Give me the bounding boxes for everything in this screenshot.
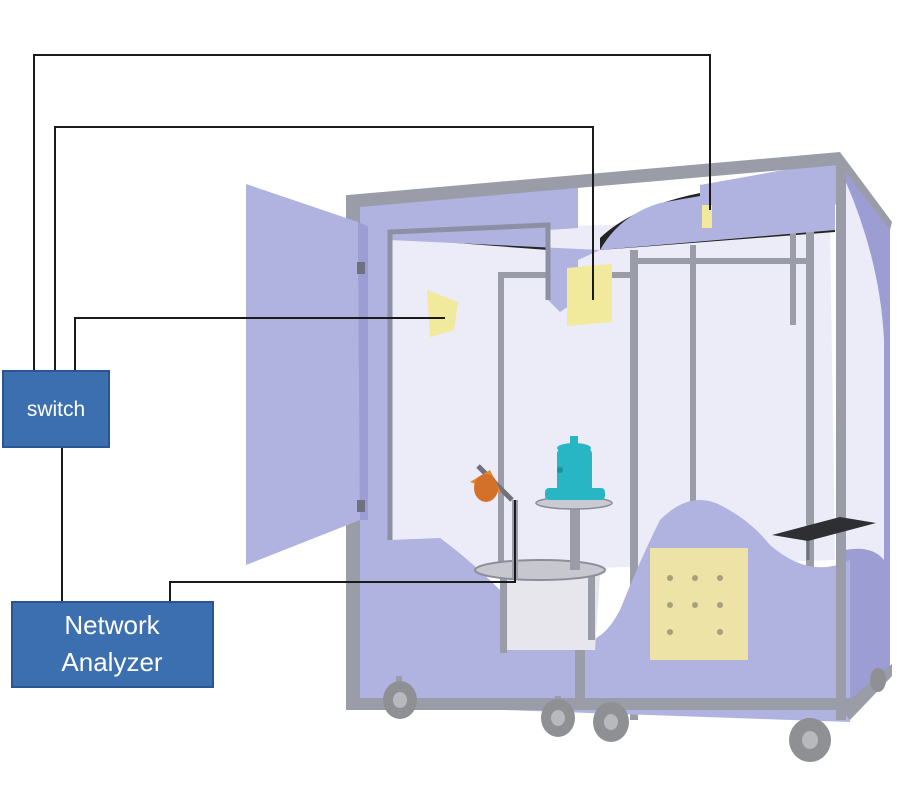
interior-post <box>690 245 696 505</box>
cable-switch-to-ceiling-antenna <box>33 54 711 372</box>
interior-post <box>630 250 638 720</box>
switch-box: switch <box>2 370 110 448</box>
chamber-door <box>246 184 368 565</box>
absorber-dots <box>667 575 723 635</box>
switch-box-body <box>2 370 110 448</box>
door-edge <box>358 222 368 520</box>
dut-pedestal <box>535 436 613 570</box>
wheel <box>593 700 629 742</box>
chamber-mid-post <box>575 600 585 710</box>
network-analyzer-label-line2: Analyzer <box>61 647 162 677</box>
wall-antenna-left <box>427 290 458 337</box>
door-opening-frame <box>385 160 840 580</box>
door-panel <box>246 184 360 565</box>
cable-analyzer-to-horn <box>169 500 516 604</box>
anechoic-chamber <box>346 152 892 762</box>
chamber-roof-edge <box>348 152 892 230</box>
wheel <box>383 676 417 719</box>
interior-post <box>806 230 814 570</box>
ceiling-antenna <box>702 205 712 228</box>
right-wall-cutout <box>845 180 884 560</box>
interior-rail <box>630 258 814 264</box>
door-hinge <box>357 500 365 512</box>
interior-post <box>790 205 796 325</box>
wall-antenna-center <box>567 264 612 326</box>
right-shelf <box>772 517 876 541</box>
chamber-base-frame <box>350 698 850 710</box>
wheel <box>541 696 575 737</box>
wheel <box>870 668 886 692</box>
chamber-corner-post <box>836 160 846 720</box>
cable-switch-to-left-antenna <box>74 317 445 372</box>
network-analyzer-box: Network Analyzer <box>11 601 214 688</box>
absorber-panel <box>650 548 748 660</box>
door-hinge <box>357 262 365 274</box>
turntable-disc <box>474 559 606 581</box>
interior-post <box>498 272 504 562</box>
cables <box>33 54 711 604</box>
cable-switch-to-center-antenna <box>54 126 594 372</box>
dut-cylinder <box>557 448 592 496</box>
door-frame-outline <box>387 222 551 540</box>
network-analyzer-label-line1: Network <box>64 610 160 640</box>
switch-label: switch <box>27 398 85 421</box>
network-analyzer-body <box>11 601 214 688</box>
wheel <box>789 718 831 762</box>
chamber-wheels <box>383 668 886 762</box>
